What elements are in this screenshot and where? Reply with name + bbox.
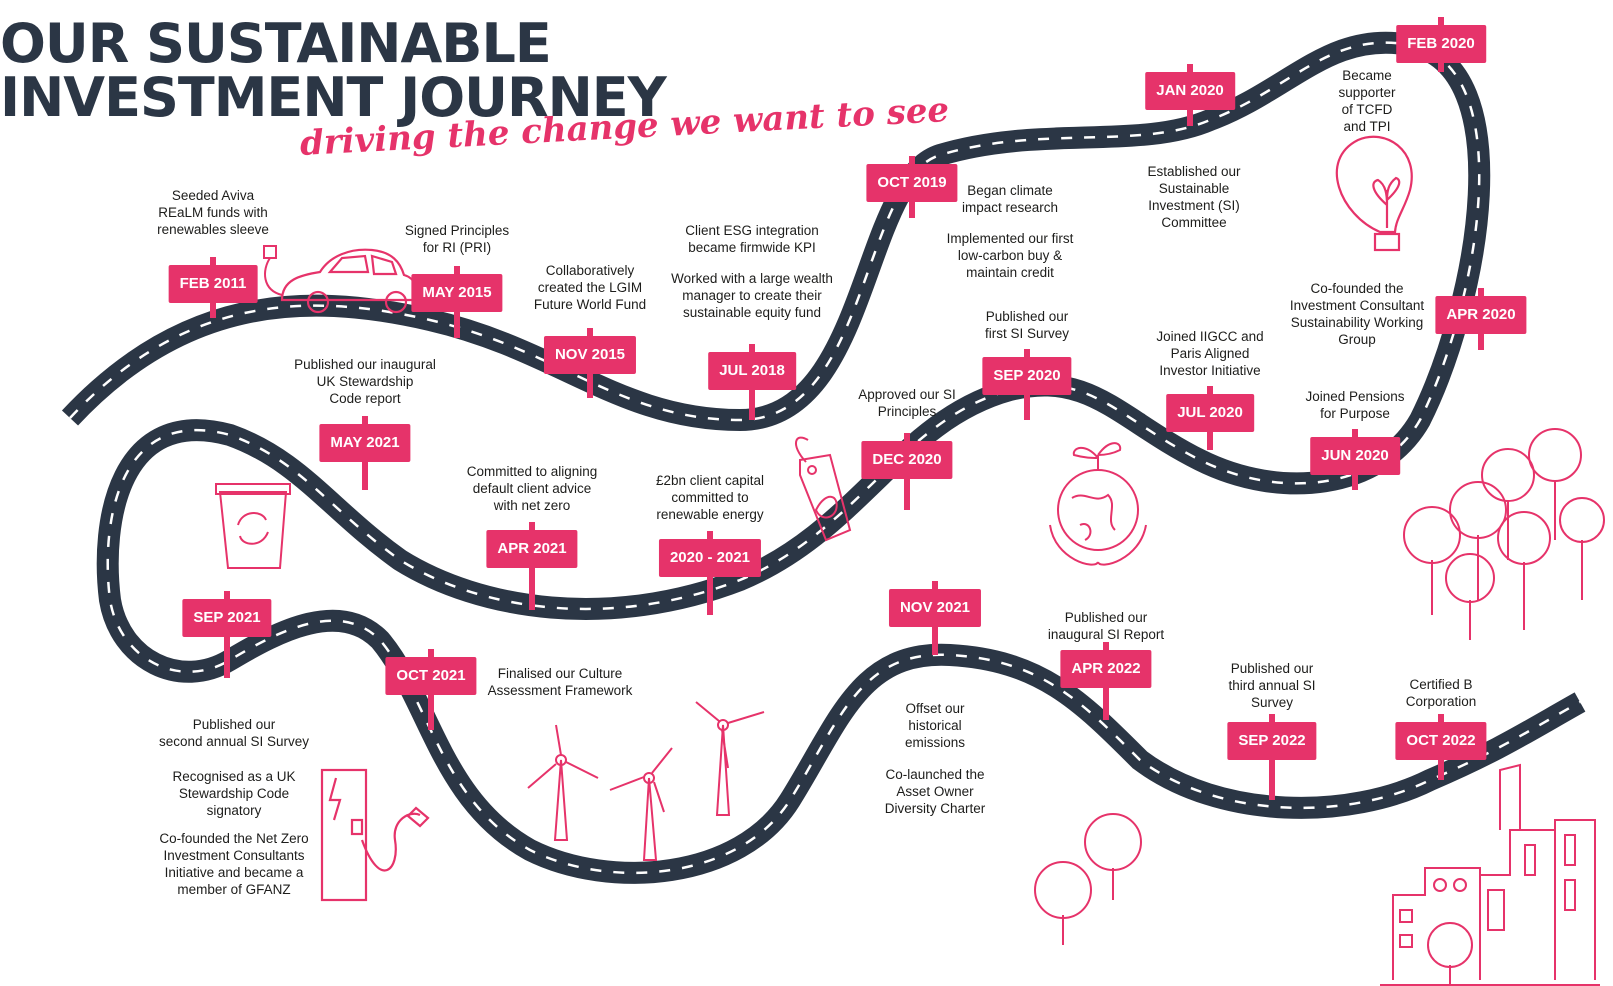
milestone-sign: APR 2022	[1060, 650, 1152, 688]
milestone-sign: JUL 2018	[708, 352, 796, 390]
milestone-sign: MAY 2021	[319, 424, 411, 462]
trees-icon	[1403, 428, 1605, 640]
milestone-sign: OCT 2019	[866, 164, 958, 202]
factory-icon	[1380, 763, 1600, 986]
light-bulb-icon	[1335, 135, 1413, 252]
title-line-1: OUR SUSTAINABLE	[0, 12, 552, 75]
milestone-sign: NOV 2021	[888, 589, 982, 627]
milestone-sign: FEB 2011	[168, 265, 258, 303]
milestone-sign: NOV 2015	[543, 336, 637, 374]
milestone-sign: OCT 2022	[1395, 722, 1487, 760]
milestone-sign: JUN 2020	[1310, 437, 1400, 475]
small-trees-icon	[1034, 813, 1142, 945]
milestone-sign: APR 2020	[1435, 296, 1527, 334]
plug-icon	[263, 245, 283, 296]
milestone-sign: APR 2021	[486, 530, 578, 568]
wind-turbines-icon	[527, 701, 765, 861]
milestone-sign: SEP 2021	[182, 599, 272, 637]
price-tag-leaf-icon	[795, 436, 852, 542]
milestone-sign: JAN 2020	[1145, 72, 1235, 110]
title-line-2: INVESTMENT JOURNEY	[0, 66, 667, 129]
recycling-bin-icon	[215, 483, 291, 569]
milestone-sign: SEP 2020	[982, 357, 1072, 395]
milestone-sign: OCT 2021	[385, 657, 477, 695]
milestone-sign: 2020 - 2021	[658, 539, 762, 577]
milestone-sign: JUL 2020	[1166, 394, 1254, 432]
earth-in-hands-icon	[1049, 442, 1147, 566]
milestone-sign: DEC 2020	[861, 441, 953, 479]
milestone-sign: SEP 2022	[1227, 722, 1317, 760]
milestone-sign: FEB 2020	[1396, 25, 1486, 63]
ev-charger-icon	[320, 768, 430, 902]
milestone-sign: MAY 2015	[411, 274, 503, 312]
